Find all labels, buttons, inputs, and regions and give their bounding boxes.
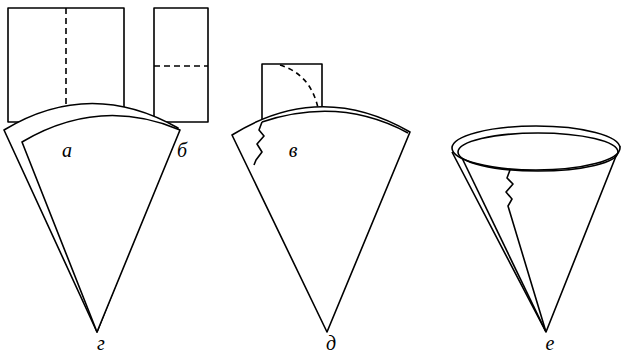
figure-letter: б [177,140,187,160]
figure-letter: д [326,333,336,353]
figure-letter: а [62,140,72,160]
torn-edge [506,170,546,332]
figure-letter: е [546,333,555,353]
figure-letter: в [289,140,298,160]
cone-rim-inner [458,133,618,171]
cone-fold [462,158,546,332]
cone-rim [452,126,620,170]
paper-half [154,8,208,122]
figure-letter: г [97,333,105,353]
fold-line [154,65,208,67]
filter-sector [232,107,410,332]
inner-arc [262,111,408,133]
torn-edge [254,122,264,165]
cone-side [452,146,620,332]
filter-sector-front [22,116,180,332]
